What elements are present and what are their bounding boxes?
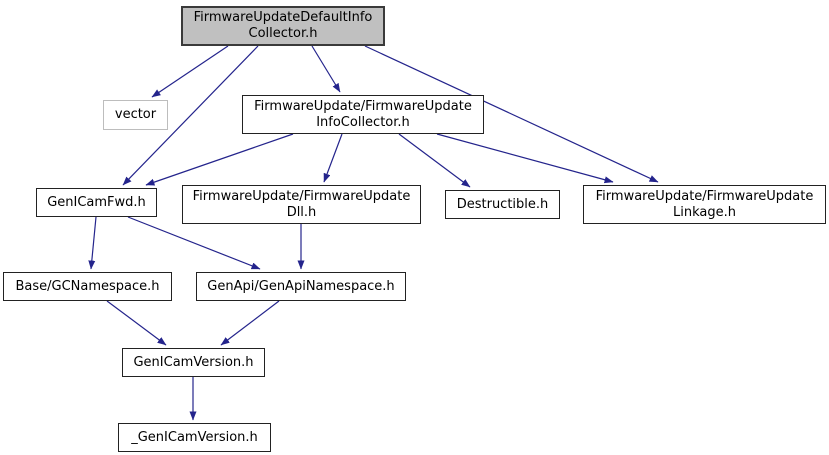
node-vector: vector: [103, 100, 168, 130]
edge-root-vector: [151, 45, 229, 98]
node-genapi-genapinamespace-h[interactable]: GenApi/GenApiNamespace.h: [196, 272, 406, 301]
edge-genapinamespace-genicamversion: [220, 300, 280, 346]
edge-root-genicamfwd: [122, 45, 259, 186]
node-underscore-genicamversion-h[interactable]: _GenICamVersion.h: [118, 423, 271, 452]
edge-gcnamespace-genicamversion: [106, 300, 167, 346]
node-firmwareupdate-dll-h[interactable]: FirmwareUpdate/FirmwareUpdate Dll.h: [182, 185, 421, 224]
edge-infocollector-genicamfwd: [145, 133, 294, 186]
edge-infocollector-linkage: [436, 133, 614, 184]
edge-genicamfwd-genapinamespace: [127, 216, 261, 270]
node-genicamversion-h[interactable]: GenICamVersion.h: [122, 348, 265, 377]
node-base-gcnamespace-h[interactable]: Base/GCNamespace.h: [3, 272, 172, 301]
node-firmwareupdate-linkage-h[interactable]: FirmwareUpdate/FirmwareUpdate Linkage.h: [583, 185, 826, 224]
edge-infocollector-destructible: [398, 133, 471, 188]
edge-root-infocollector: [311, 45, 341, 93]
node-firmwareupdatedefaultinfocollector-h: FirmwareUpdateDefaultInfo Collector.h: [181, 6, 385, 46]
node-genicamfwd-h[interactable]: GenICamFwd.h: [36, 188, 157, 217]
edge-infocollector-dll: [323, 133, 343, 183]
node-destructible-h[interactable]: Destructible.h: [445, 190, 560, 219]
edge-root-linkage: [364, 45, 659, 183]
edge-genicamfwd-gcnamespace: [88, 216, 97, 270]
node-firmwareupdate-infocollector-h[interactable]: FirmwareUpdate/FirmwareUpdate InfoCollec…: [242, 95, 484, 134]
